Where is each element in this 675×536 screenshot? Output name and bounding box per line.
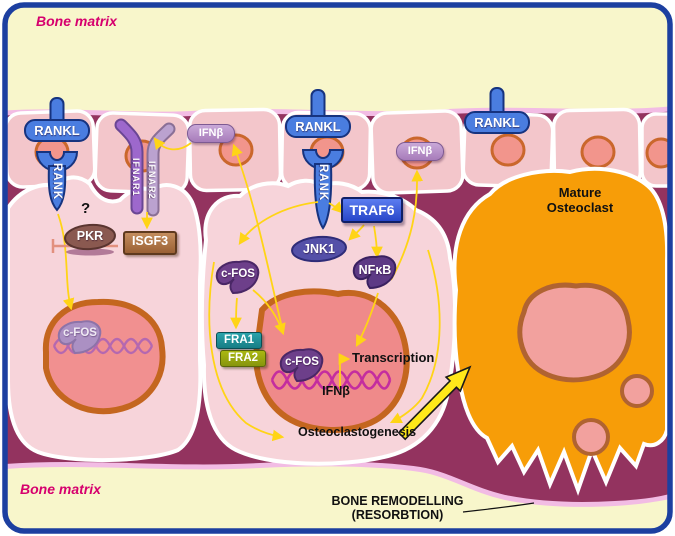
osteoclast-nucleus-small-1	[620, 374, 654, 408]
bone-remodelling-line1: BONE REMODELLING	[331, 494, 464, 508]
traf6-box: TRAF6	[341, 197, 403, 223]
signal-arrow-rank-to-nucleus	[57, 213, 75, 311]
osteoblast-nucleus	[490, 133, 526, 167]
cfos-left-nucleus-label: c-FOS	[63, 327, 97, 339]
transcription-label: Transcription	[352, 350, 435, 365]
pkr-label: PKR	[76, 229, 104, 243]
rankl-left-label: RANKL	[34, 123, 80, 138]
dna-helix-middle	[270, 370, 392, 390]
nucleus-left	[42, 298, 166, 415]
bone-matrix-bottom-band	[5, 466, 670, 531]
rankl-ligand-middle	[285, 89, 351, 138]
rank-receptor-left	[35, 151, 79, 212]
mature-osteoclast-label: Mature Osteoclast	[525, 185, 635, 216]
ifnb-pill-left: IFNβ	[187, 124, 235, 143]
rankl-ligand-left	[24, 97, 90, 142]
ifnar1-chain	[116, 120, 142, 213]
rank-middle-label: RANK	[317, 164, 329, 202]
rank-left-label: RANK	[51, 163, 63, 201]
signal-arrow-cfos-to-nucleus	[252, 289, 286, 336]
rank-receptor-middle	[301, 149, 345, 230]
signal-arrow-right-arc-osteoclastogenesis	[389, 249, 441, 424]
bone-remodelling-line2: (RESORBTION)	[351, 507, 444, 522]
jnk1-label: JNK1	[303, 242, 335, 256]
rankl-ligand-right	[464, 87, 530, 134]
pointer-line	[462, 502, 535, 513]
signal-arrow-nfkb-to-transcription	[355, 292, 379, 348]
osteoblast-nucleus	[580, 135, 616, 169]
cfos-cytoplasm-label: c-FOS	[221, 268, 255, 280]
rankl-middle-label: RANKL	[295, 119, 341, 134]
signal-arrow-cfos-to-fra	[230, 297, 242, 330]
pkr-question-mark: ?	[81, 200, 91, 217]
cfos-nucleus-label: c-FOS	[285, 356, 319, 368]
bone-matrix-top-label: Bone matrix	[36, 13, 117, 29]
bone-matrix-top-band	[5, 5, 670, 114]
isgf3-box: ISGF3	[123, 231, 177, 255]
mature-osteoclast-line2: Osteoclast	[546, 199, 614, 215]
signal-arrows	[57, 137, 441, 442]
ifnar2-label: IFNAR2	[147, 161, 157, 200]
ifnb-gene-label: IFNβ	[322, 384, 350, 398]
pkr-shadow	[66, 248, 114, 256]
bone-remodelling-label: BONE REMODELLING (RESORBTION)	[330, 494, 465, 523]
signal-arrow-to-cfos	[238, 201, 319, 245]
osteoclast-nucleus-large	[517, 282, 632, 383]
differentiation-arrow	[397, 365, 472, 441]
signal-arrow-ifnb-to-ifnar	[153, 137, 192, 151]
mature-osteoclast-line1: Mature	[558, 185, 602, 200]
osteoclast-nucleus-small-2	[572, 418, 610, 456]
signal-arrow-traf6-to-jnk1	[348, 224, 365, 241]
signal-arrow-secretion-left	[231, 143, 284, 333]
ifnar1-label: IFNAR1	[131, 158, 141, 197]
signal-arrow-traf6-to-nfkb	[371, 225, 383, 259]
signal-arrow-gene-to-transcription	[338, 353, 351, 389]
bone-edge-bottom	[5, 461, 670, 508]
nfkb-label: NFκB	[358, 263, 392, 277]
rankl-right-label: RANKL	[474, 115, 520, 130]
osteoclastogenesis-label: Osteoclastogenesis	[298, 425, 417, 439]
fra1-box: FRA1	[216, 332, 262, 349]
ifnb-pill-right: IFNβ	[396, 142, 444, 161]
signal-arrow-left-arc-osteoclastogenesis	[208, 261, 285, 442]
jnk1-blob	[291, 235, 347, 263]
fra2-box: FRA2	[220, 350, 266, 367]
nucleus-middle	[253, 288, 410, 433]
pkr-blob	[64, 223, 116, 251]
signal-arrow-secretion-right	[390, 169, 424, 281]
bone-matrix-bottom-label: Bone matrix	[20, 481, 101, 497]
